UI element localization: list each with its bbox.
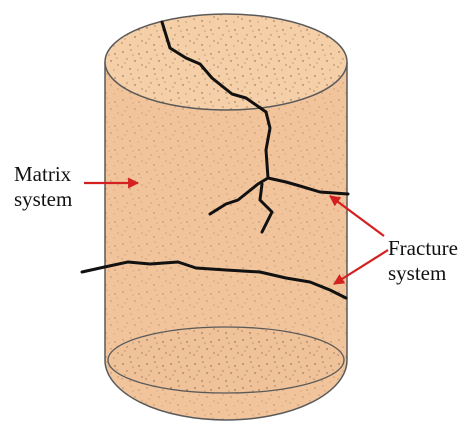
- fracture-network: [80, 20, 350, 300]
- fracture-horizontal: [80, 260, 348, 300]
- fracture-system-label: Fracture system: [388, 236, 458, 286]
- fracture-down-branch: [258, 182, 274, 234]
- fracture-arrow-upper: [329, 195, 385, 237]
- fracture-label-line1: Fracture: [388, 236, 458, 260]
- fracture-left-branch: [208, 176, 270, 216]
- cylinder-bottom-texture: [108, 327, 344, 393]
- cylinder-top-texture: [105, 14, 347, 110]
- fracture-label-line2: system: [388, 261, 447, 285]
- label-arrows: [84, 177, 389, 285]
- matrix-label-line2: system: [14, 187, 73, 211]
- cylinder-body-texture: [105, 62, 347, 420]
- fracture-top-face: [160, 20, 268, 114]
- matrix-system-label: Matrix system: [14, 162, 72, 212]
- fracture-vertical-branch: [264, 110, 272, 180]
- cylinder-bottom-outline: [104, 359, 348, 421]
- fracture-arrow-lower: [333, 249, 389, 285]
- fracture-right-branch: [266, 176, 350, 196]
- matrix-label-line1: Matrix: [14, 162, 72, 186]
